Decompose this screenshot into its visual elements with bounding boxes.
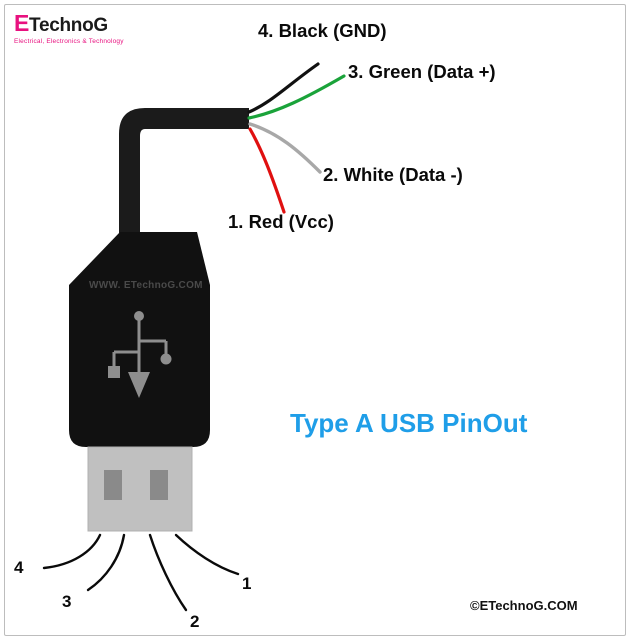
logo-tagline: Electrical, Electronics & Technology xyxy=(14,38,124,45)
pin-number-2: 2 xyxy=(190,612,200,631)
diagram-title: Type A USB PinOut xyxy=(290,408,528,438)
pin-leader-lines xyxy=(42,533,240,612)
pin-leader-2 xyxy=(148,533,188,612)
wire-label-green: 3. Green (Data +) xyxy=(348,61,496,82)
logo-wordmark: ETechnoG xyxy=(14,10,144,37)
pin-leader-4 xyxy=(42,533,102,570)
wire-black xyxy=(247,62,320,114)
wire-label-red: 1. Red (Vcc) xyxy=(228,211,334,232)
copyright-credit: ©ETechnoG.COM xyxy=(470,598,578,613)
pin-leader-1 xyxy=(174,533,240,576)
logo-initial: E xyxy=(14,10,30,36)
usb-trident-icon xyxy=(108,311,172,398)
pin-number-1: 1 xyxy=(242,574,252,593)
pin-leader-3 xyxy=(86,533,126,592)
usb-cable-sleeve xyxy=(119,108,249,235)
pin-number-4: 4 xyxy=(14,558,24,577)
watermark-text: WWW. ETechnoG.COM xyxy=(89,280,203,291)
wire-red xyxy=(248,127,286,214)
logo-text: TechnoG xyxy=(29,15,108,36)
wire-label-white: 2. White (Data -) xyxy=(323,164,463,185)
etechnog-logo: ETechnoG Electrical, Electronics & Techn… xyxy=(14,10,144,45)
wire-green xyxy=(247,74,346,120)
wire-label-black: 4. Black (GND) xyxy=(258,20,387,41)
pin-number-3: 3 xyxy=(62,592,72,611)
wire-white xyxy=(248,122,322,174)
usb-metal-shell xyxy=(87,446,193,532)
